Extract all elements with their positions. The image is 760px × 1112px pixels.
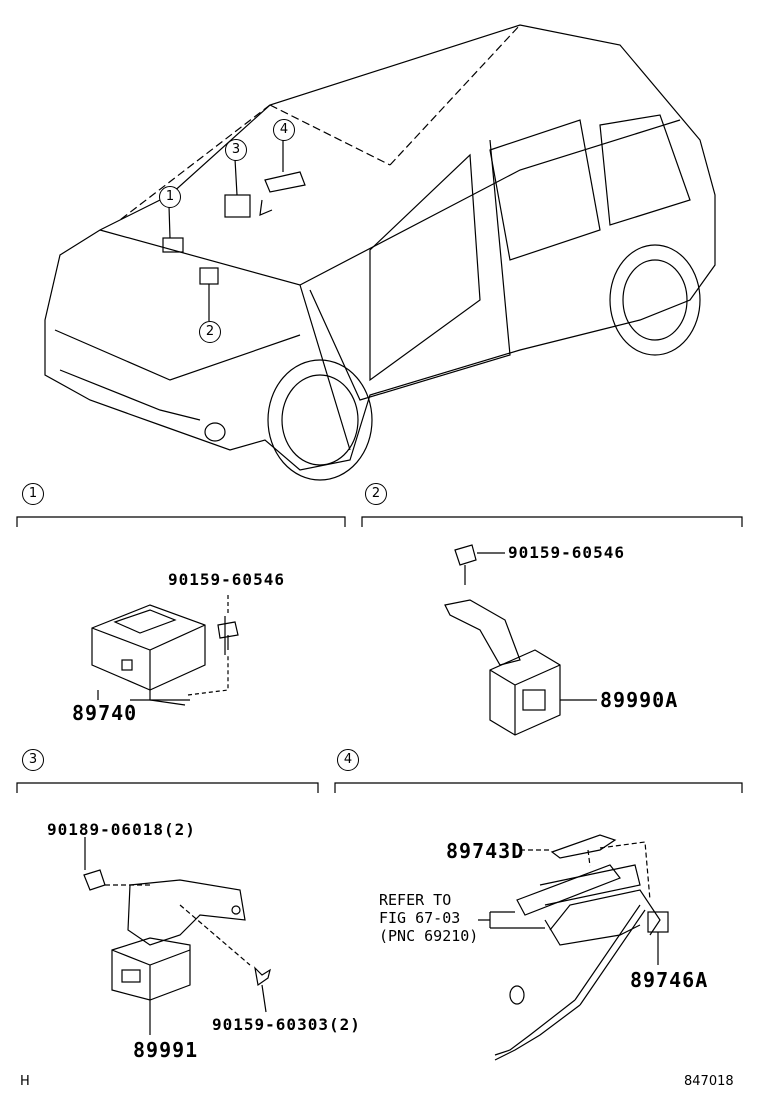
part-label-89990A: 89990A	[600, 688, 679, 712]
section-brackets	[16, 516, 743, 793]
part-label-89991: 89991	[133, 1038, 199, 1062]
callout-2: 2	[199, 321, 221, 343]
footer-left-code: H	[20, 1074, 30, 1089]
reference-note-line1: REFER TO	[379, 891, 452, 909]
callout-4: 4	[273, 119, 295, 141]
vehicle-illustration	[44, 24, 716, 481]
callout-3: 3	[225, 139, 247, 161]
callout-1: 1	[159, 186, 181, 208]
part-label-89743D: 89743D	[446, 839, 525, 863]
part-89990A-drawing	[444, 544, 597, 736]
part-label-90159-60303: 90159-60303(2)	[212, 1015, 361, 1034]
figure-number: 847018	[684, 1074, 734, 1089]
reference-note-line2: FIG 67-03	[379, 909, 461, 927]
part-label-90159-60546: 90159-60546	[508, 543, 625, 562]
section-3-number: 3	[22, 749, 44, 771]
reference-note-line3: (PNC 69210)	[379, 927, 479, 945]
part-label-90159-60546: 90159-60546	[168, 570, 285, 589]
section-1-number: 1	[22, 483, 44, 505]
part-label-90189-06018: 90189-06018(2)	[47, 820, 196, 839]
part-89746A-drawing	[478, 834, 669, 1061]
part-label-89746A: 89746A	[630, 968, 709, 992]
part-label-89740: 89740	[72, 701, 138, 725]
section-4-number: 4	[337, 749, 359, 771]
section-2-number: 2	[365, 483, 387, 505]
part-89991-drawing	[83, 837, 271, 1035]
part-89740-drawing	[91, 595, 239, 706]
